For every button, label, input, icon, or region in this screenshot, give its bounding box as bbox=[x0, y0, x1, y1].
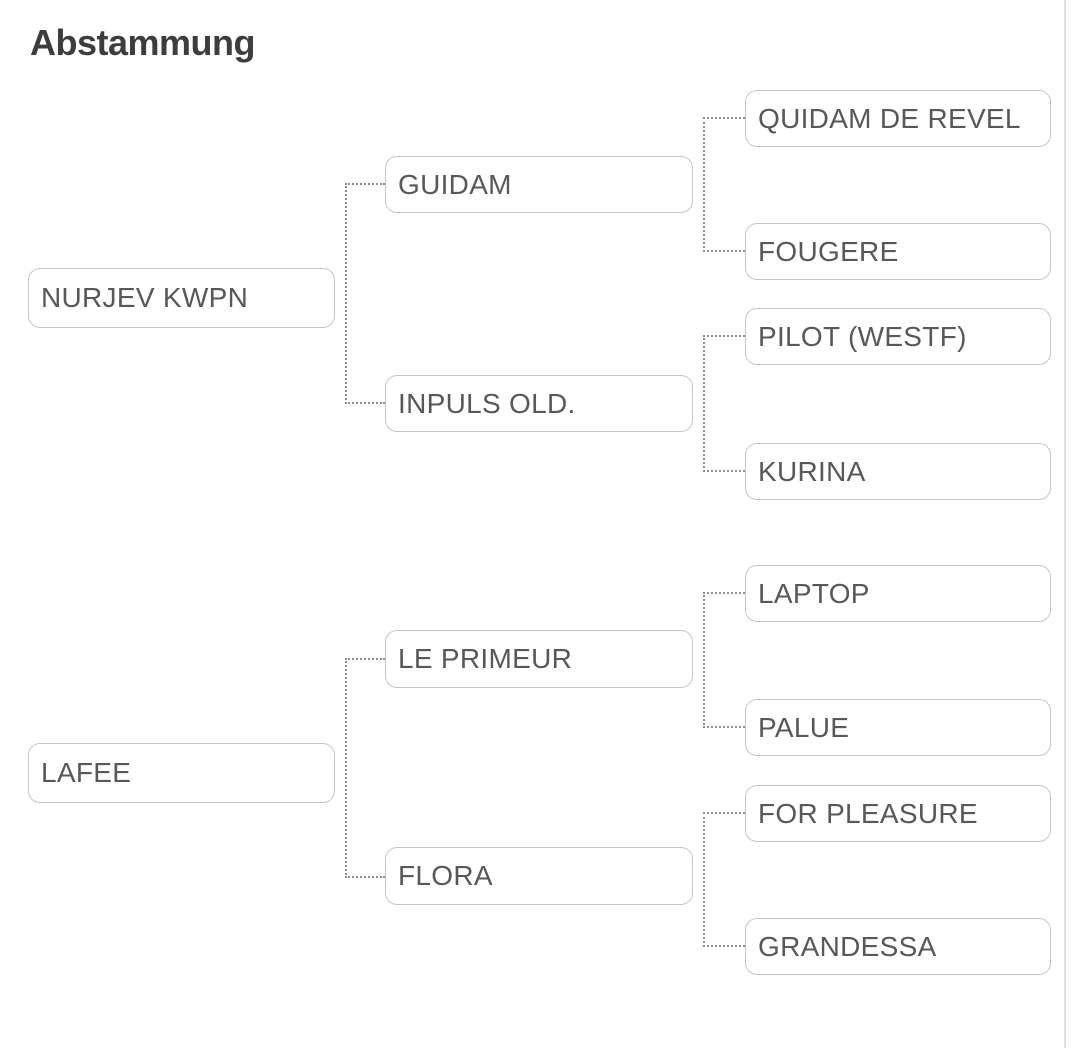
pedigree-node-subject1-sire[interactable]: LE PRIMEUR bbox=[385, 630, 693, 688]
pedigree-node-subject0-sire-dam[interactable]: FOUGERE bbox=[745, 223, 1051, 280]
connector-subject1-dam-parents bbox=[703, 812, 745, 947]
pedigree-node-subject1[interactable]: LAFEE bbox=[28, 743, 335, 803]
connector-subject0-parents bbox=[345, 183, 385, 404]
pedigree-node-subject0-dam[interactable]: INPULS OLD. bbox=[385, 375, 693, 432]
pedigree-node-subject0-dam-dam[interactable]: KURINA bbox=[745, 443, 1051, 500]
pedigree-node-subject0-sire-sire[interactable]: QUIDAM DE REVEL bbox=[745, 90, 1051, 147]
pedigree-node-subject0-sire[interactable]: GUIDAM bbox=[385, 156, 693, 213]
pedigree-node-subject0-dam-sire[interactable]: PILOT (WESTF) bbox=[745, 308, 1051, 365]
pedigree-node-subject0[interactable]: NURJEV KWPN bbox=[28, 268, 335, 328]
pedigree-node-subject1-dam-dam[interactable]: GRANDESSA bbox=[745, 918, 1051, 975]
page-title: Abstammung bbox=[30, 22, 256, 63]
right-edge-divider bbox=[1064, 0, 1066, 1048]
pedigree-node-subject1-dam-sire[interactable]: FOR PLEASURE bbox=[745, 785, 1051, 842]
connector-subject1-sire-parents bbox=[703, 592, 745, 728]
pedigree-node-subject1-sire-dam[interactable]: PALUE bbox=[745, 699, 1051, 756]
pedigree-node-subject1-sire-sire[interactable]: LAPTOP bbox=[745, 565, 1051, 622]
connector-subject1-parents bbox=[345, 658, 385, 878]
connector-subject0-dam-parents bbox=[703, 335, 745, 472]
pedigree-node-subject1-dam[interactable]: FLORA bbox=[385, 847, 693, 905]
connector-subject0-sire-parents bbox=[703, 117, 745, 252]
